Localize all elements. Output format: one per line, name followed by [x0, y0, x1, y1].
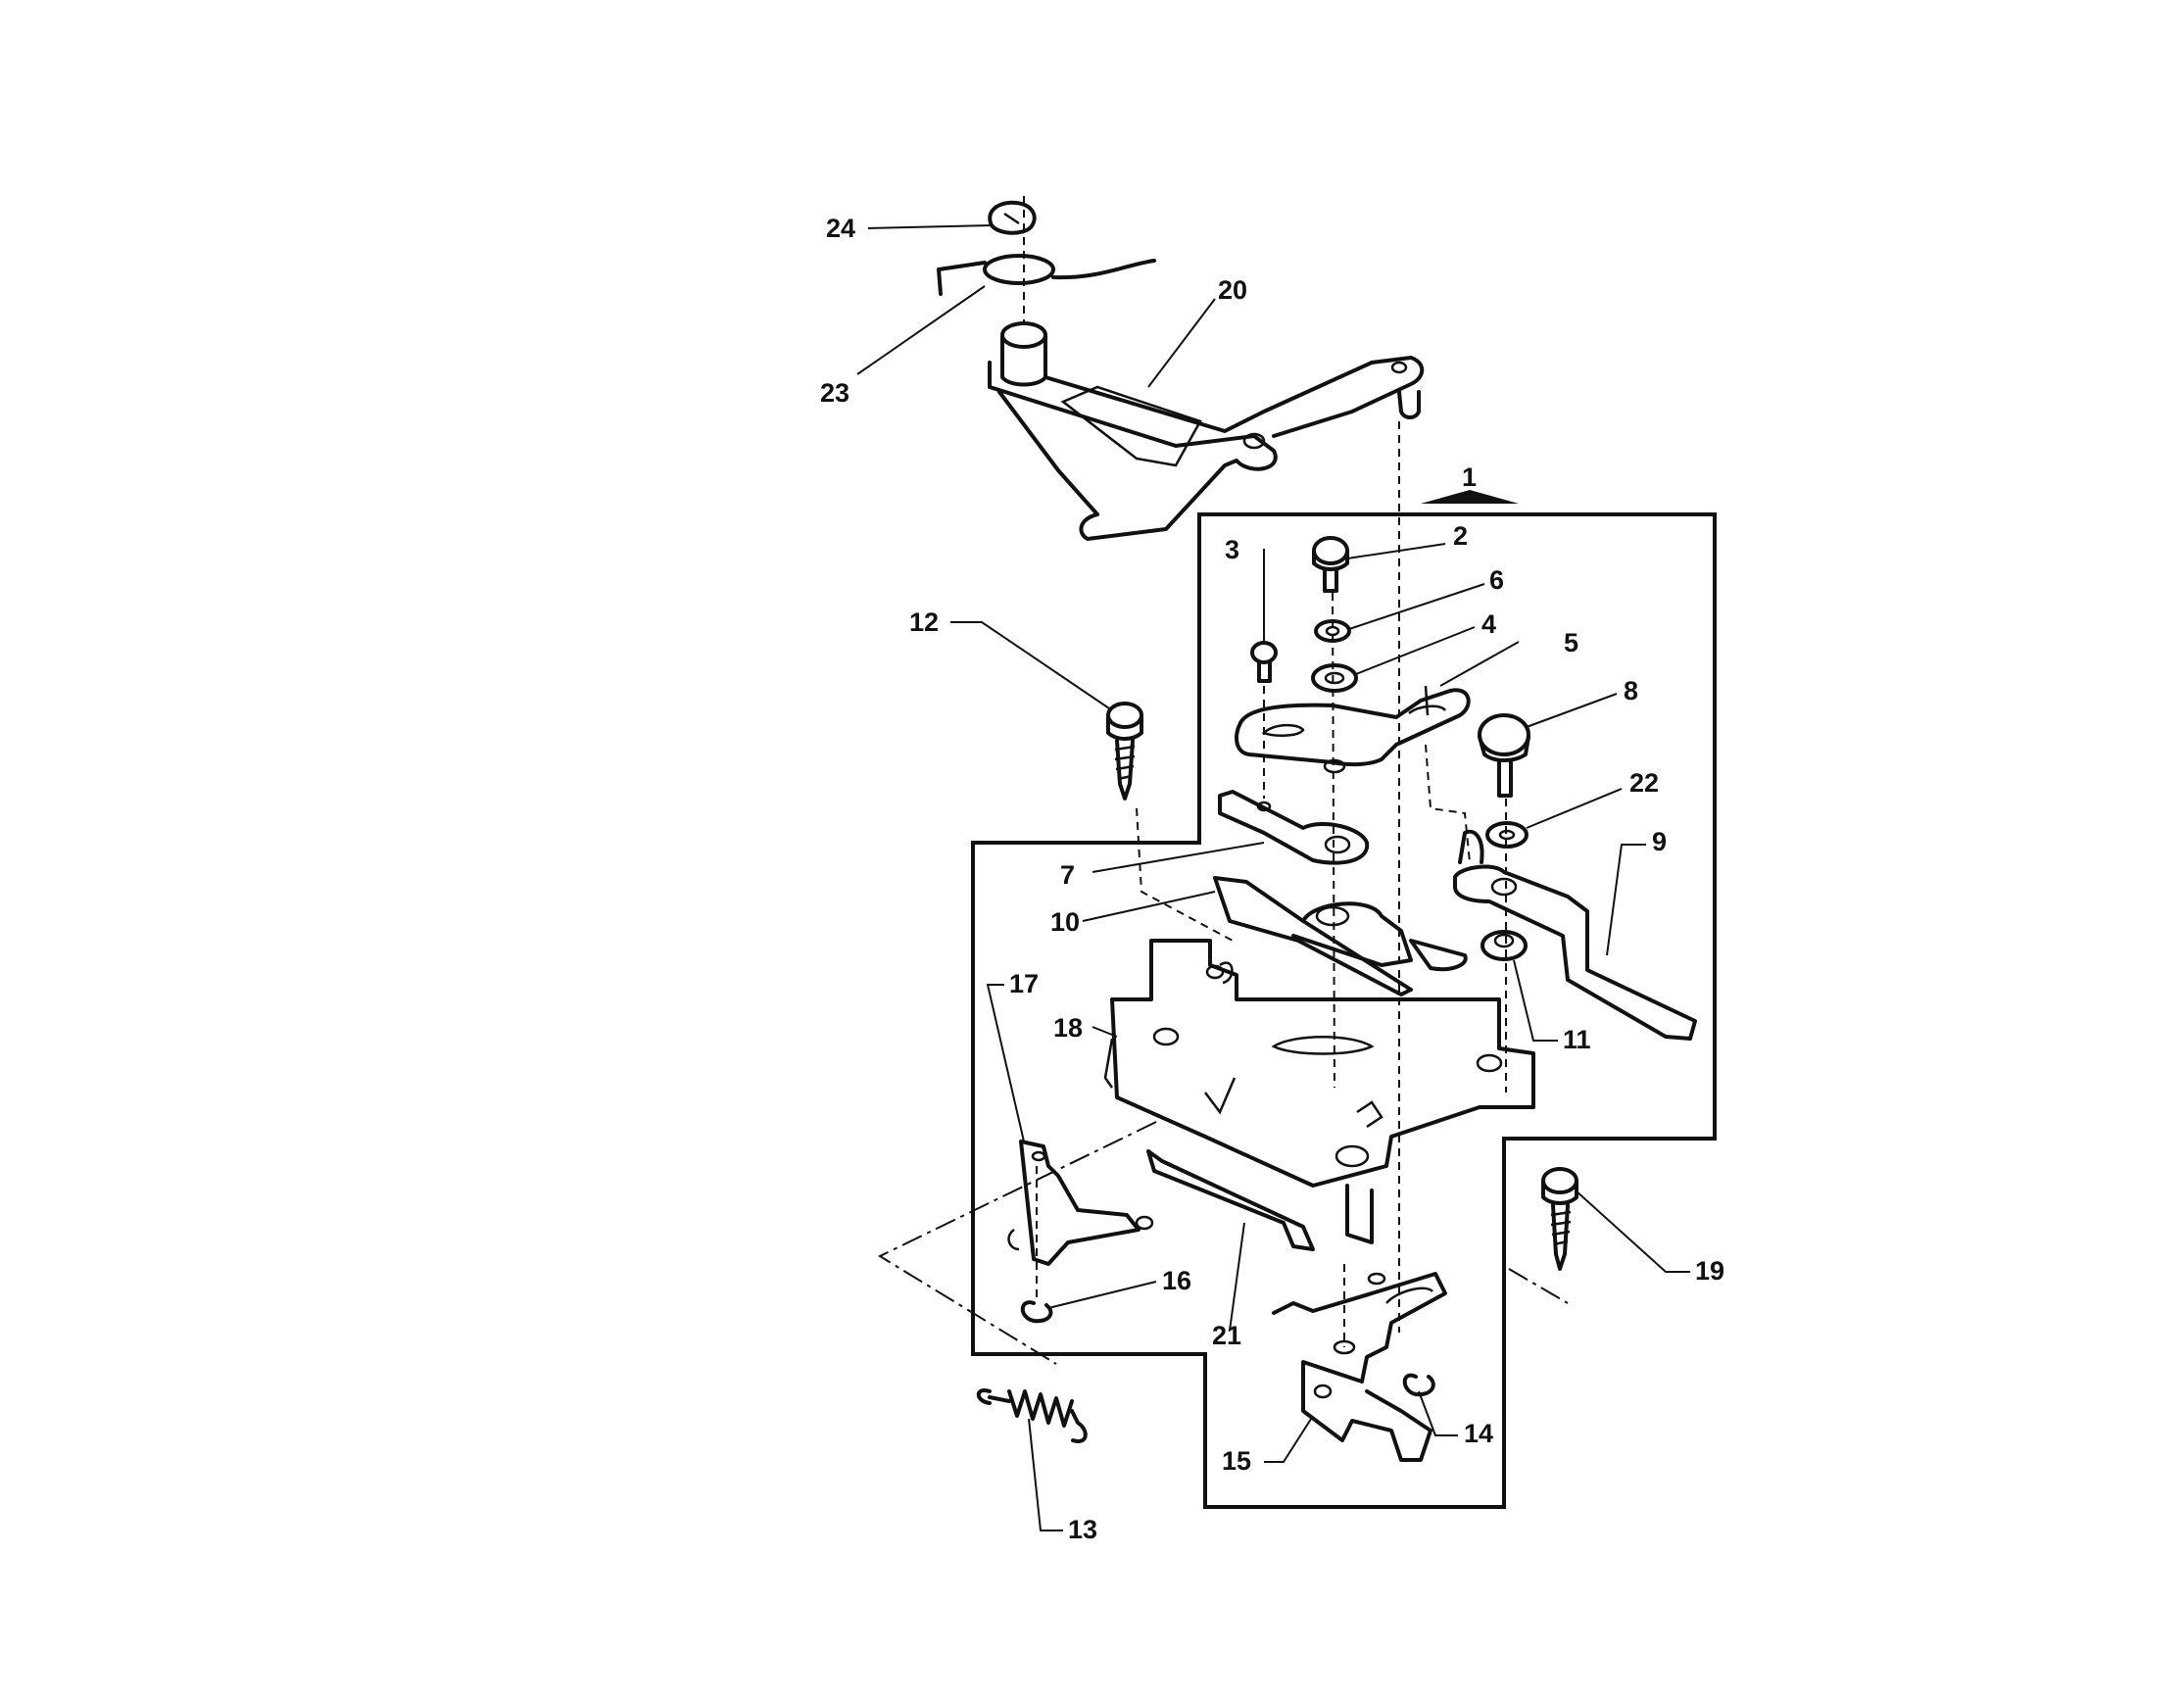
leader-13	[1028, 1418, 1063, 1531]
callout-19: 19	[1695, 1256, 1724, 1286]
part-15-bracket	[1272, 1272, 1447, 1462]
callout-21: 21	[1212, 1321, 1241, 1350]
leader-9	[1606, 844, 1646, 956]
part-16-clip	[1020, 1300, 1053, 1324]
leader-14	[1418, 1390, 1458, 1436]
leader-6	[1348, 583, 1485, 630]
leader-23	[856, 285, 986, 375]
callout-3: 3	[1225, 535, 1239, 564]
part-9-lever	[1453, 829, 1697, 1041]
part-18-base-frame	[1103, 939, 1535, 1244]
leader-24	[867, 224, 993, 229]
part-20-lever	[988, 321, 1425, 541]
part-4-washer	[1311, 663, 1358, 693]
leader-11	[1513, 959, 1558, 1042]
callout-6: 6	[1489, 565, 1504, 595]
centerline-9	[1425, 744, 1471, 863]
part-23-spring	[937, 254, 1156, 296]
callout-17: 17	[1009, 969, 1039, 998]
callout-10: 10	[1050, 907, 1080, 937]
part-19-screw	[1541, 1167, 1578, 1271]
part-2-screw	[1312, 536, 1349, 593]
leader-4	[1355, 626, 1476, 675]
leader-22	[1526, 788, 1623, 829]
callout-15: 15	[1222, 1446, 1251, 1476]
part-13-spring	[976, 1388, 1088, 1443]
callout-16: 16	[1162, 1266, 1191, 1295]
part-10-slider	[1213, 876, 1468, 996]
leader-19	[1575, 1190, 1690, 1273]
part-7-plate	[1218, 790, 1370, 865]
callout-12: 12	[909, 607, 939, 637]
leader-17	[986, 984, 1025, 1142]
callout-20: 20	[1218, 275, 1247, 305]
part-8-screw	[1478, 713, 1530, 798]
leader-20	[1147, 298, 1216, 388]
part-14-clip	[1402, 1373, 1435, 1397]
leader-15	[1264, 1415, 1314, 1463]
centerline-screw-19	[1508, 1268, 1569, 1304]
leader-12	[950, 621, 1113, 711]
centerline-screw-2	[1332, 592, 1335, 1089]
centerline-spring	[877, 1121, 1157, 1365]
callout-2: 2	[1453, 521, 1468, 551]
leader-18	[1092, 1026, 1118, 1038]
callout-8: 8	[1624, 676, 1638, 705]
callout-11: 11	[1563, 1025, 1591, 1054]
callout-4: 4	[1481, 609, 1496, 639]
callout-9: 9	[1652, 827, 1667, 856]
leader-16	[1047, 1281, 1157, 1309]
centerline-screw-12	[1136, 807, 1234, 942]
callout-13: 13	[1068, 1515, 1097, 1544]
leader-2	[1346, 543, 1446, 559]
leader-21	[1229, 1222, 1245, 1332]
callout-14: 14	[1464, 1419, 1493, 1448]
callout-1: 1	[1462, 462, 1477, 492]
leader-5	[1439, 641, 1520, 687]
assembly-boundary	[971, 512, 1717, 1509]
callout-24: 24	[826, 214, 855, 243]
part-21-guide-rod	[1146, 1149, 1315, 1251]
part-12-screw	[1106, 702, 1143, 801]
part-17-bracket	[1007, 1140, 1154, 1266]
leader-7	[1092, 842, 1265, 873]
callout-5: 5	[1564, 628, 1578, 657]
leader-10	[1082, 891, 1216, 922]
callout-7: 7	[1060, 860, 1075, 890]
callout-22: 22	[1629, 768, 1659, 798]
assembly-arrow-icon	[1421, 490, 1519, 504]
callout-18: 18	[1053, 1013, 1083, 1043]
part-3-screw	[1250, 641, 1278, 683]
part-11-washer	[1480, 930, 1528, 961]
leader-8	[1526, 693, 1618, 728]
callout-23: 23	[820, 378, 849, 408]
part-5-plate	[1235, 685, 1471, 774]
part-24-clip	[988, 200, 1037, 235]
